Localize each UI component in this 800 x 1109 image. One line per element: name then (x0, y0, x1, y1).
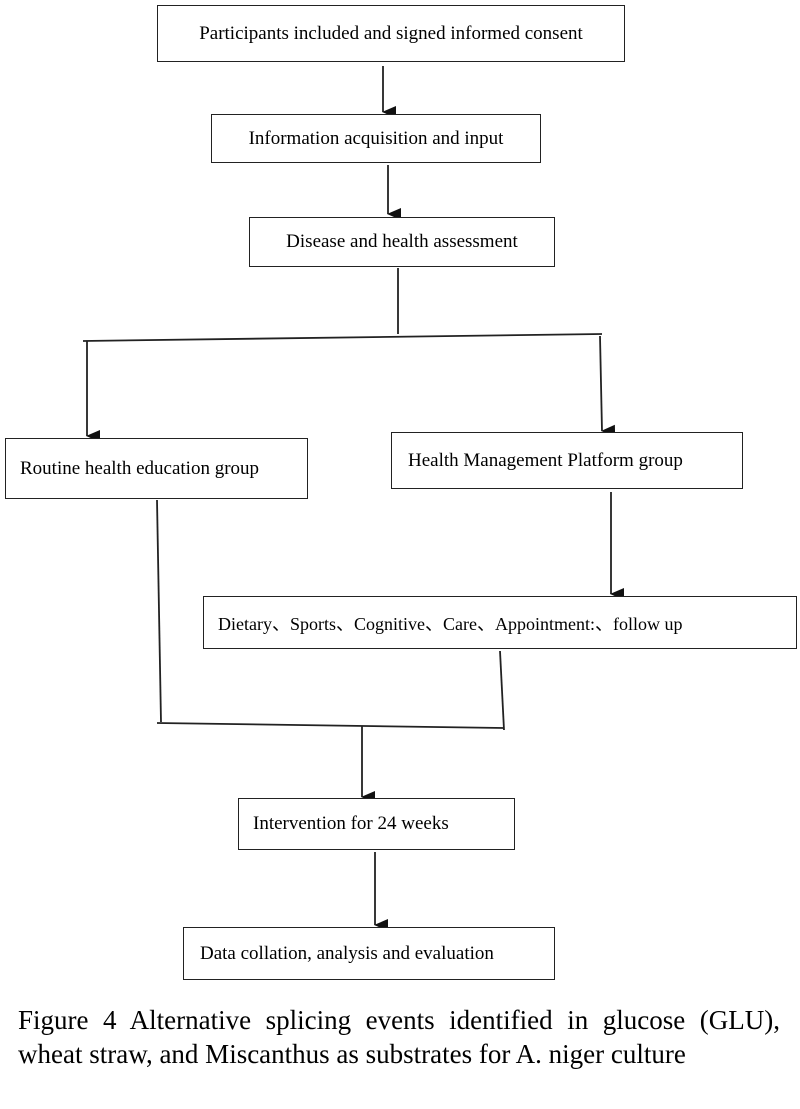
node-participants-consent: Participants included and signed informe… (157, 5, 625, 62)
node-health-assessment: Disease and health assessment (249, 217, 555, 267)
node-intervention-activities: Dietary、Sports、Cognitive、Care、Appointmen… (203, 596, 797, 649)
node-information-acquisition: Information acquisition and input (211, 114, 541, 163)
line-merge-horizontal (156, 722, 505, 729)
line-split-horizontal (82, 333, 603, 342)
node-intervention-24-weeks: Intervention for 24 weeks (238, 798, 515, 850)
line-routine-down (156, 499, 162, 723)
line-activities-down (499, 650, 505, 731)
node-routine-education-group: Routine health education group (5, 438, 308, 499)
figure-caption: Figure 4 Alternative splicing events ide… (18, 1005, 780, 1069)
node-data-analysis: Data collation, analysis and evaluation (183, 927, 555, 980)
node-health-platform-group: Health Management Platform group (391, 432, 743, 489)
arrow-to-platform (599, 335, 616, 437)
